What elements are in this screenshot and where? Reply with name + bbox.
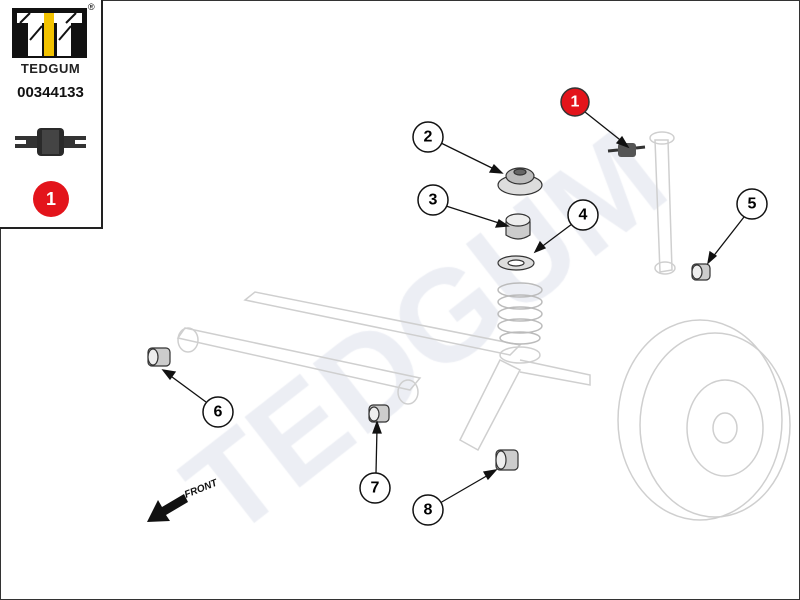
- callout-3[interactable]: 3: [417, 184, 449, 216]
- callout-1[interactable]: 1: [560, 87, 590, 117]
- leader-lines: [161, 111, 745, 504]
- front-arrow-icon: FRONT: [147, 477, 220, 522]
- callout-number: 4: [579, 207, 588, 224]
- registered-mark: ®: [88, 2, 95, 12]
- part-bushing-1[interactable]: [607, 143, 646, 157]
- callout-number: 8: [424, 502, 433, 519]
- part-bushing-5[interactable]: [691, 263, 711, 281]
- callout-5[interactable]: 5: [736, 188, 768, 220]
- callout-7[interactable]: 7: [359, 472, 391, 504]
- callout-6[interactable]: 6: [202, 396, 234, 428]
- wheel: [617, 319, 791, 521]
- brand-name: TEDGUM: [20, 61, 81, 76]
- front-label: FRONT: [183, 477, 220, 500]
- part-spring-seat-4[interactable]: [497, 255, 535, 271]
- callout-number: 1: [571, 94, 580, 111]
- callout-number: 7: [371, 480, 380, 497]
- product-panel: ® TEDGUM 00344133 1: [0, 0, 103, 229]
- callout-number: 5: [748, 196, 757, 213]
- part-bump-stop-3[interactable]: [505, 213, 531, 240]
- callout-4[interactable]: 4: [567, 199, 599, 231]
- part-top-mount-2[interactable]: [497, 167, 543, 196]
- callout-number: 6: [214, 404, 223, 421]
- part-bushing-7[interactable]: [368, 404, 390, 423]
- axle-beam: [176, 131, 676, 452]
- part-bushing-6[interactable]: [147, 347, 171, 367]
- coil-spring: [497, 282, 543, 345]
- bushing-product-image: [15, 128, 86, 156]
- part-number: 00344133: [17, 84, 84, 101]
- callout-number: 2: [424, 129, 433, 146]
- callout-8[interactable]: 8: [412, 494, 444, 526]
- tedgum-logo-icon: [12, 8, 87, 58]
- part-bushing-8[interactable]: [495, 449, 519, 471]
- callout-2[interactable]: 2: [412, 121, 444, 153]
- callout-number: 3: [429, 192, 438, 209]
- highlight-badge: 1: [33, 181, 69, 217]
